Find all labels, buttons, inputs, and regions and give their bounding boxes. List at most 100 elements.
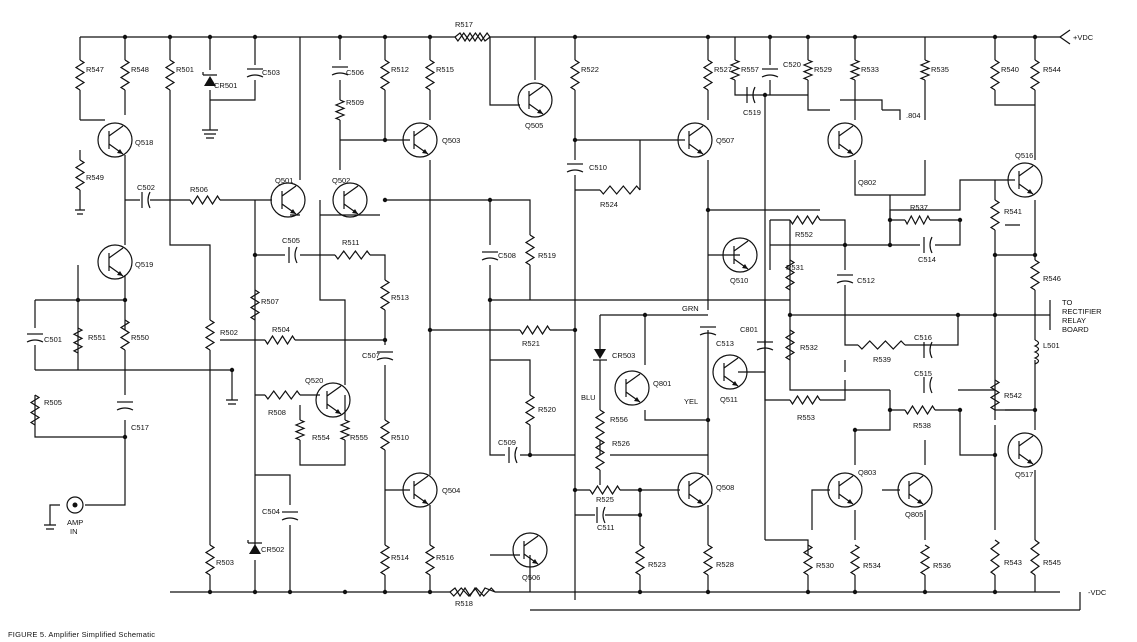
resistor-r516 [424,544,436,576]
transistor-q517 [1007,432,1043,468]
resistor-label-r546: R546 [1043,274,1061,283]
capacitor-label-c502: C502 [137,183,155,192]
transistor-q506 [512,532,548,568]
transistor-label-q519: Q519 [135,260,153,269]
resistor-r530 [802,544,814,576]
resistor-label-r520: R520 [538,405,556,414]
resistor-r512 [379,59,391,91]
transistor-q511 [712,354,748,390]
resistor-label-r523: R523 [648,560,666,569]
resistor-r503 [204,544,216,576]
amp-in-label-1: AMP [67,518,83,527]
resistor-label-r504: R504 [272,325,290,334]
resistor-r525 [589,484,621,496]
resistor-r553 [789,394,821,406]
wire-tag-yel: YEL [684,397,698,406]
resistor-label-r540: R540 [1001,65,1019,74]
resistor-label-r550: R550 [131,333,149,342]
capacitor-label-c507: C507 [362,351,380,360]
resistor-r524 [599,185,641,195]
resistor-r541 [989,199,1001,231]
resistor-label-r505: R505 [44,398,62,407]
resistor-r529 [802,59,814,81]
capacitor-c509 [508,446,518,464]
transistor-q503 [402,122,438,158]
resistor-r538 [904,404,936,416]
transistor-q801 [614,370,650,406]
resistor-label-r512: R512 [391,65,409,74]
resistor-label-r513: R513 [391,293,409,302]
capacitor-c515 [923,376,933,394]
resistor-r520 [524,394,536,426]
output-label-3: RELAY [1062,316,1086,325]
capacitor-c506 [331,66,349,76]
resistor-label-r509: R509 [346,98,364,107]
resistor-r511 [334,249,371,261]
resistor-r506 [189,194,221,206]
transistor-label-q502: Q502 [332,176,350,185]
resistor-r555 [339,419,351,441]
diode-cr502 [247,540,262,554]
transistor-q504 [402,472,438,508]
resistor-r545 [1029,539,1041,576]
transistor-q501 [270,182,306,218]
resistor-label-r534: R534 [863,561,881,570]
transistor-label-q805: Q805 [905,510,923,519]
transistor-label-q503: Q503 [442,136,460,145]
resistor-r539 [857,340,906,350]
diode-cr501 [202,72,217,86]
wire-tag-blu: BLU [581,393,596,402]
resistor-r504 [264,334,296,346]
capacitor-c513 [699,326,717,336]
resistor-r528 [702,544,714,576]
junction-dots [75,34,1038,595]
resistor-label-r502: R502 [220,328,238,337]
resistor-label-r530: R530 [816,561,834,570]
resistor-label-r552: R552 [795,230,813,239]
resistor-label-r531: R531 [786,263,804,272]
capacitor-label-c510: C510 [589,163,607,172]
resistor-r547 [74,59,86,91]
resistor-label-r522: R522 [581,65,599,74]
capacitor-c516 [923,341,933,359]
resistor-label-r529: R529 [814,65,832,74]
output-label-1: TO [1062,298,1072,307]
transistor-q502 [332,182,368,218]
capacitor-label-c504: C504 [262,507,280,516]
resistor-r549 [74,159,86,191]
resistor-r534 [849,544,861,576]
resistor-r501 [164,59,176,91]
resistor-label-r511: R511 [342,238,359,247]
resistor-r551 [72,327,84,354]
capacitor-c514 [923,236,933,254]
transistor-q505 [517,82,553,118]
transistor-label-q510: Q510 [730,276,748,285]
resistor-label-r556: R556 [610,415,628,424]
output-label-2: RECTIFIER [1062,307,1102,316]
capacitor-c508 [481,251,499,261]
transistor-q803 [827,472,863,508]
resistor-label-r501: R501 [176,65,194,74]
resistor-label-r533: R533 [861,65,879,74]
transistor-label-q802: Q802 [858,178,876,187]
resistor-r519 [524,234,536,266]
resistor-r532 [784,329,796,361]
resistor-r523 [634,544,646,576]
resistor-r540 [989,59,1001,91]
resistor-label-r510: R510 [391,433,409,442]
resistor-r542 [989,379,1001,411]
amp-in-connector[interactable] [66,496,84,514]
resistor-r518 [449,587,496,597]
resistor-r508 [264,389,301,401]
resistor-r537 [904,214,931,226]
resistor-r533 [849,59,861,81]
capacitor-label-c516: C516 [914,333,932,342]
resistor-label-r508: R508 [268,408,286,417]
transistor-label-q508: Q508 [716,483,734,492]
resistor-label-r527: R527 [714,65,732,74]
resistor-r554 [294,419,306,441]
resistor-r521 [519,324,551,336]
output-label-4: BOARD [1062,325,1089,334]
capacitor-c801 [756,341,774,351]
wire-tag-grn: GRN [682,304,699,313]
